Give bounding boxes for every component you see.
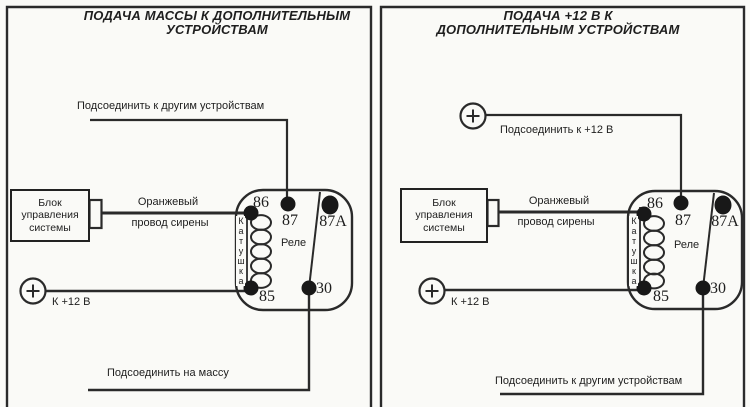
panel-left-graphics xyxy=(5,5,373,407)
terminal-dot-87a xyxy=(714,195,732,215)
terminal-87-label: 87 xyxy=(675,212,691,229)
panel-left-border xyxy=(5,5,373,407)
control-unit-line-2: управления xyxy=(21,209,79,222)
panel-right-graphics xyxy=(379,5,746,407)
terminal-dot-30 xyxy=(695,280,711,296)
terminal-87a-label: 87А xyxy=(711,213,739,230)
wire-ground-left xyxy=(88,289,311,392)
wire-other-devices-left xyxy=(90,118,289,204)
title-line-1: ПОДАЧА +12 В К xyxy=(503,8,613,23)
coil-label: Катушка xyxy=(629,216,639,286)
orange-wire-label-1: Оранжевый xyxy=(528,195,590,207)
relay-label: Реле xyxy=(281,237,307,249)
panel-right-border xyxy=(379,5,746,407)
label-connect-other-devices: Подсоединить к другим устройствам xyxy=(495,375,683,387)
wire-other-devices-right xyxy=(500,289,705,396)
terminal-dot-86 xyxy=(636,206,652,222)
control-unit-line-1: Блок xyxy=(38,196,62,209)
label-connect-other-devices: Подсоединить к другим устройствам xyxy=(77,100,265,112)
terminal-86-label: 86 xyxy=(647,195,663,212)
relay-label: Реле xyxy=(674,239,700,251)
plus-sign-icon xyxy=(425,284,439,298)
terminal-dot-86 xyxy=(243,205,259,221)
wire-plus12-top-right xyxy=(485,113,683,203)
terminal-dot-85 xyxy=(243,280,259,296)
terminal-dot-87 xyxy=(673,195,689,211)
relay-outline-right xyxy=(626,189,744,311)
title-line-2: ДОПОЛНИТЕЛЬНЫМ УСТРОЙСТВАМ xyxy=(436,22,680,37)
title-line-1: ПОДАЧА МАССЫ К ДОПОЛНИТЕЛЬНЫМ xyxy=(83,8,351,23)
title-line-2: УСТРОЙСТВАМ xyxy=(166,22,268,37)
terminal-30-label: 30 xyxy=(316,280,332,297)
coil-icon xyxy=(643,215,665,290)
coil-icon xyxy=(250,214,272,289)
orange-wire-label-2: провод сирены xyxy=(517,216,595,228)
control-unit-box: Блок управления системы xyxy=(400,188,488,243)
control-box-connector-left xyxy=(88,198,103,230)
plus-sign-icon xyxy=(466,109,480,123)
terminal-dots-left xyxy=(243,195,339,296)
terminal-85-label: 85 xyxy=(653,288,669,305)
plus12-wire-label: К +12 В xyxy=(52,296,91,308)
terminal-dot-30 xyxy=(301,280,317,296)
coil-label: Катушка xyxy=(236,216,246,286)
orange-wire-label-1: Оранжевый xyxy=(137,196,199,208)
page-title: ПОДАЧА +12 В К ДОПОЛНИТЕЛЬНЫМ УСТРОЙСТВА… xyxy=(408,9,708,37)
relay-switch-arm-right xyxy=(702,192,715,289)
terminal-85-label: 85 xyxy=(259,288,275,305)
terminal-87-label: 87 xyxy=(282,212,298,229)
label-connect-ground: Подсоединить на массу xyxy=(107,367,229,379)
terminal-87a-label: 87А xyxy=(319,213,347,230)
control-unit-line-1: Блок xyxy=(432,196,456,209)
terminal-dot-87 xyxy=(280,196,296,212)
control-box-connector-right xyxy=(486,198,500,228)
orange-wire-label-2: провод сирены xyxy=(131,217,209,229)
terminal-30-label: 30 xyxy=(710,280,726,297)
terminal-86-label: 86 xyxy=(253,194,269,211)
control-unit-line-2: управления xyxy=(415,209,473,222)
control-unit-line-3: системы xyxy=(423,221,465,234)
plus12-wire-label: К +12 В xyxy=(451,296,490,308)
relay-switch-arm-left xyxy=(308,191,321,289)
plus-sign-icon xyxy=(26,284,40,298)
terminal-dot-85 xyxy=(636,280,652,296)
control-unit-box: Блок управления системы xyxy=(10,189,90,242)
terminal-dot-87a xyxy=(321,195,339,215)
terminal-dots-right xyxy=(636,195,732,296)
label-connect-plus12: Подсоединить к +12 В xyxy=(500,124,614,136)
control-unit-line-3: системы xyxy=(29,221,71,234)
page-title: ПОДАЧА МАССЫ К ДОПОЛНИТЕЛЬНЫМ УСТРОЙСТВА… xyxy=(67,9,367,37)
